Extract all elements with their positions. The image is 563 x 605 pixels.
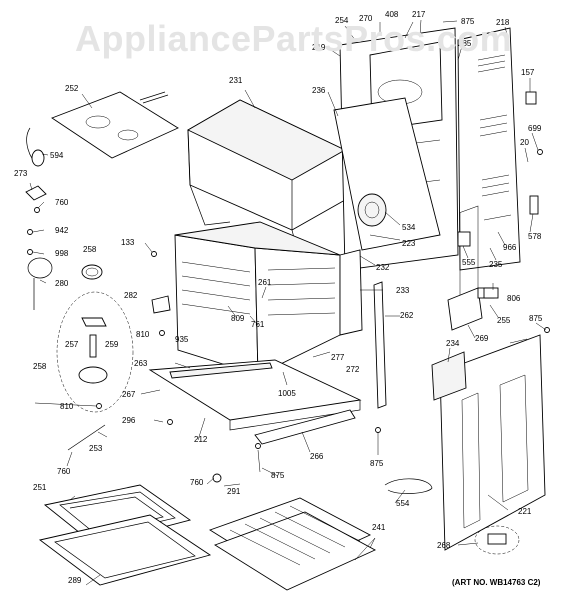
part-253-rod (67, 424, 106, 451)
callout-277: 277 (331, 353, 345, 362)
part-282-knob (151, 295, 171, 314)
callout-234: 234 (446, 339, 460, 348)
callout-272: 272 (346, 365, 360, 374)
part-258-element-assembly-callout (56, 291, 134, 413)
callout-261: 261 (258, 278, 272, 287)
callout-285: 285 (458, 39, 472, 48)
callout-258-b: 258 (33, 362, 47, 371)
callout-266: 266 (310, 452, 324, 461)
part-258-gasket-ring (81, 264, 103, 280)
callout-251: 251 (33, 483, 47, 492)
callout-806: 806 (507, 294, 521, 303)
callout-809: 809 (231, 314, 245, 323)
callout-1005: 1005 (278, 389, 296, 398)
part-578-cylinder (529, 195, 539, 215)
callout-273: 273 (14, 169, 28, 178)
callout-875-bottom: 875 (271, 471, 285, 480)
callout-221: 221 (518, 507, 532, 516)
callout-269: 269 (475, 334, 489, 343)
part-268-switch (474, 525, 520, 555)
callout-270: 270 (359, 14, 373, 23)
part-157-clip (525, 91, 537, 105)
callout-219: 219 (312, 43, 326, 52)
callout-280: 280 (55, 279, 69, 288)
part-oven-cavity (174, 221, 363, 376)
callout-282: 282 (124, 291, 138, 300)
callout-262: 262 (400, 311, 414, 320)
callout-408: 408 (385, 10, 399, 19)
callout-935: 935 (175, 335, 189, 344)
leader-lines (29, 19, 547, 586)
callout-554: 554 (396, 499, 410, 508)
callout-232: 232 (376, 263, 390, 272)
part-212-bottom-frame (148, 359, 362, 431)
part-262-side-trim (373, 281, 387, 409)
callout-258-a: 258 (83, 245, 97, 254)
callout-875-mid: 875 (370, 459, 384, 468)
callout-212: 212 (194, 435, 208, 444)
part-555-fitting (457, 231, 471, 247)
callout-241: 241 (372, 523, 386, 532)
callout-268: 268 (437, 541, 451, 550)
callout-267: 267 (122, 390, 136, 399)
screw-fasteners (27, 149, 550, 483)
callout-760-c: 760 (190, 478, 204, 487)
part-252-top-plate (51, 91, 179, 159)
callout-534: 534 (402, 223, 416, 232)
part-236-rear-insulation (333, 97, 441, 251)
callout-810-b: 810 (60, 402, 74, 411)
callout-699: 699 (528, 124, 542, 133)
part-285-back-panel-right (457, 27, 521, 271)
callout-942: 942 (55, 226, 69, 235)
art-number: (ART NO. WB14763 C2) (452, 578, 541, 587)
part-241-oven-racks (208, 497, 377, 591)
callout-875-right: 875 (529, 314, 543, 323)
callout-810-a: 810 (136, 330, 150, 339)
callout-254: 254 (335, 16, 349, 25)
part-594-sensor (26, 127, 45, 167)
part-806-connector (483, 287, 499, 299)
callout-235: 235 (489, 260, 503, 269)
callout-257: 257 (65, 340, 79, 349)
part-289-bake-element (38, 514, 212, 586)
part-266-lower-drawer-rail (254, 409, 356, 445)
callout-231: 231 (229, 76, 243, 85)
callout-20: 20 (520, 138, 529, 147)
callout-263: 263 (134, 359, 148, 368)
part-273-bracket (25, 185, 47, 201)
part-221-side-panel (439, 205, 546, 551)
callout-259: 259 (105, 340, 119, 349)
callout-labels: 254 270 408 217 875 218 219 285 157 231 … (14, 10, 543, 585)
callout-998: 998 (55, 249, 69, 258)
part-234-heat-shield (431, 351, 467, 401)
callout-578: 578 (528, 232, 542, 241)
part-280-wire (27, 257, 53, 310)
callout-223: 223 (402, 239, 416, 248)
callout-875-top: 875 (461, 17, 475, 26)
callout-233: 233 (396, 286, 410, 295)
callout-760-b: 760 (57, 467, 71, 476)
callout-296: 296 (122, 416, 136, 425)
callout-966: 966 (503, 243, 517, 252)
callout-760-a: 760 (55, 198, 69, 207)
callout-594: 594 (50, 151, 64, 160)
callout-217: 217 (412, 10, 426, 19)
callout-255: 255 (497, 316, 511, 325)
callout-133: 133 (121, 238, 135, 247)
callout-252: 252 (65, 84, 79, 93)
callout-289: 289 (68, 576, 82, 585)
callout-761: 761 (251, 320, 265, 329)
callout-253: 253 (89, 444, 103, 453)
callout-157: 157 (521, 68, 535, 77)
callout-236: 236 (312, 86, 326, 95)
callout-291: 291 (227, 487, 241, 496)
callout-218: 218 (496, 18, 510, 27)
part-554-wire-harness (384, 478, 433, 494)
callout-555: 555 (462, 258, 476, 267)
